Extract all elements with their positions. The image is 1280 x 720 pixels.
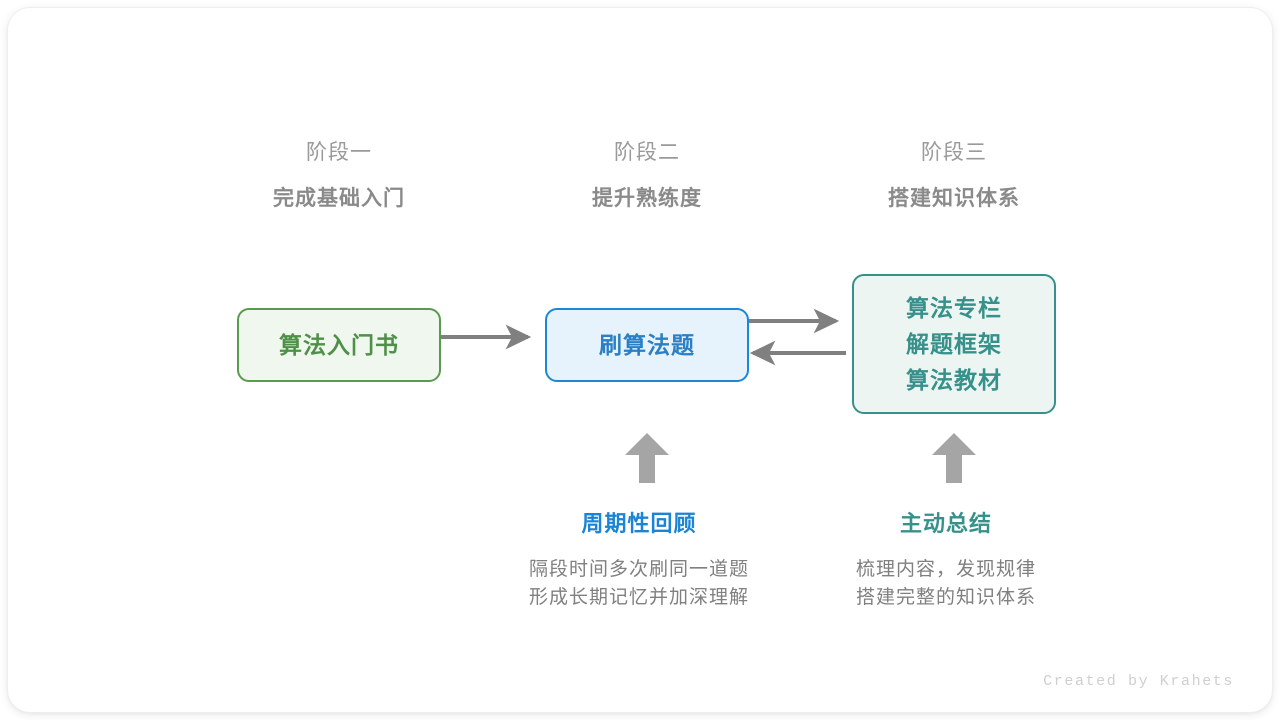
stage-title-2: 提升熟练度 bbox=[592, 187, 702, 210]
node-resources-label-3: 算法教材 bbox=[906, 367, 1002, 393]
node-knowledge-resources[interactable]: 算法专栏 解题框架 算法教材 bbox=[852, 274, 1056, 414]
block-arrow-up-review bbox=[625, 433, 669, 483]
callout-active-summary: 主动总结 梳理内容，发现规律 搭建完整的知识体系 bbox=[796, 508, 1096, 612]
node-practice-label: 刷算法题 bbox=[599, 332, 695, 358]
callout-summary-body: 梳理内容，发现规律 搭建完整的知识体系 bbox=[796, 556, 1096, 612]
node-practice-problems[interactable]: 刷算法题 bbox=[545, 308, 749, 382]
diagram-card: 阶段一 完成基础入门 阶段二 提升熟练度 阶段三 搭建知识体系 bbox=[8, 8, 1272, 712]
node-algorithm-intro-book[interactable]: 算法入门书 bbox=[237, 308, 441, 382]
callout-summary-body-line-1: 梳理内容，发现规律 bbox=[855, 559, 1036, 580]
stage-kicker-2: 阶段二 bbox=[614, 141, 680, 164]
stage-kicker-3: 阶段三 bbox=[921, 141, 987, 164]
stage-title-1: 完成基础入门 bbox=[273, 187, 405, 210]
stage-kicker-1: 阶段一 bbox=[306, 141, 372, 164]
callout-review-title: 周期性回顾 bbox=[581, 511, 697, 536]
callout-summary-body-line-2: 搭建完整的知识体系 bbox=[855, 587, 1036, 608]
callout-review-body-line-2: 形成长期记忆并加深理解 bbox=[528, 587, 749, 608]
callout-periodic-review: 周期性回顾 隔段时间多次刷同一道题 形成长期记忆并加深理解 bbox=[489, 508, 789, 612]
stage-header-1: 阶段一 完成基础入门 bbox=[209, 138, 469, 214]
credit-text: Created by Krahets bbox=[1043, 673, 1234, 690]
node-resources-label-1: 算法专栏 bbox=[906, 295, 1002, 321]
callout-summary-title: 主动总结 bbox=[899, 511, 992, 536]
callout-review-body-line-1: 隔段时间多次刷同一道题 bbox=[528, 559, 749, 580]
stage-header-3: 阶段三 搭建知识体系 bbox=[824, 138, 1084, 214]
callout-review-body: 隔段时间多次刷同一道题 形成长期记忆并加深理解 bbox=[489, 556, 789, 612]
node-book-label: 算法入门书 bbox=[279, 332, 399, 358]
stage-title-3: 搭建知识体系 bbox=[888, 187, 1020, 210]
stage-header-2: 阶段二 提升熟练度 bbox=[517, 138, 777, 214]
node-resources-label-2: 解题框架 bbox=[906, 331, 1002, 357]
block-arrow-up-summary bbox=[932, 433, 976, 483]
